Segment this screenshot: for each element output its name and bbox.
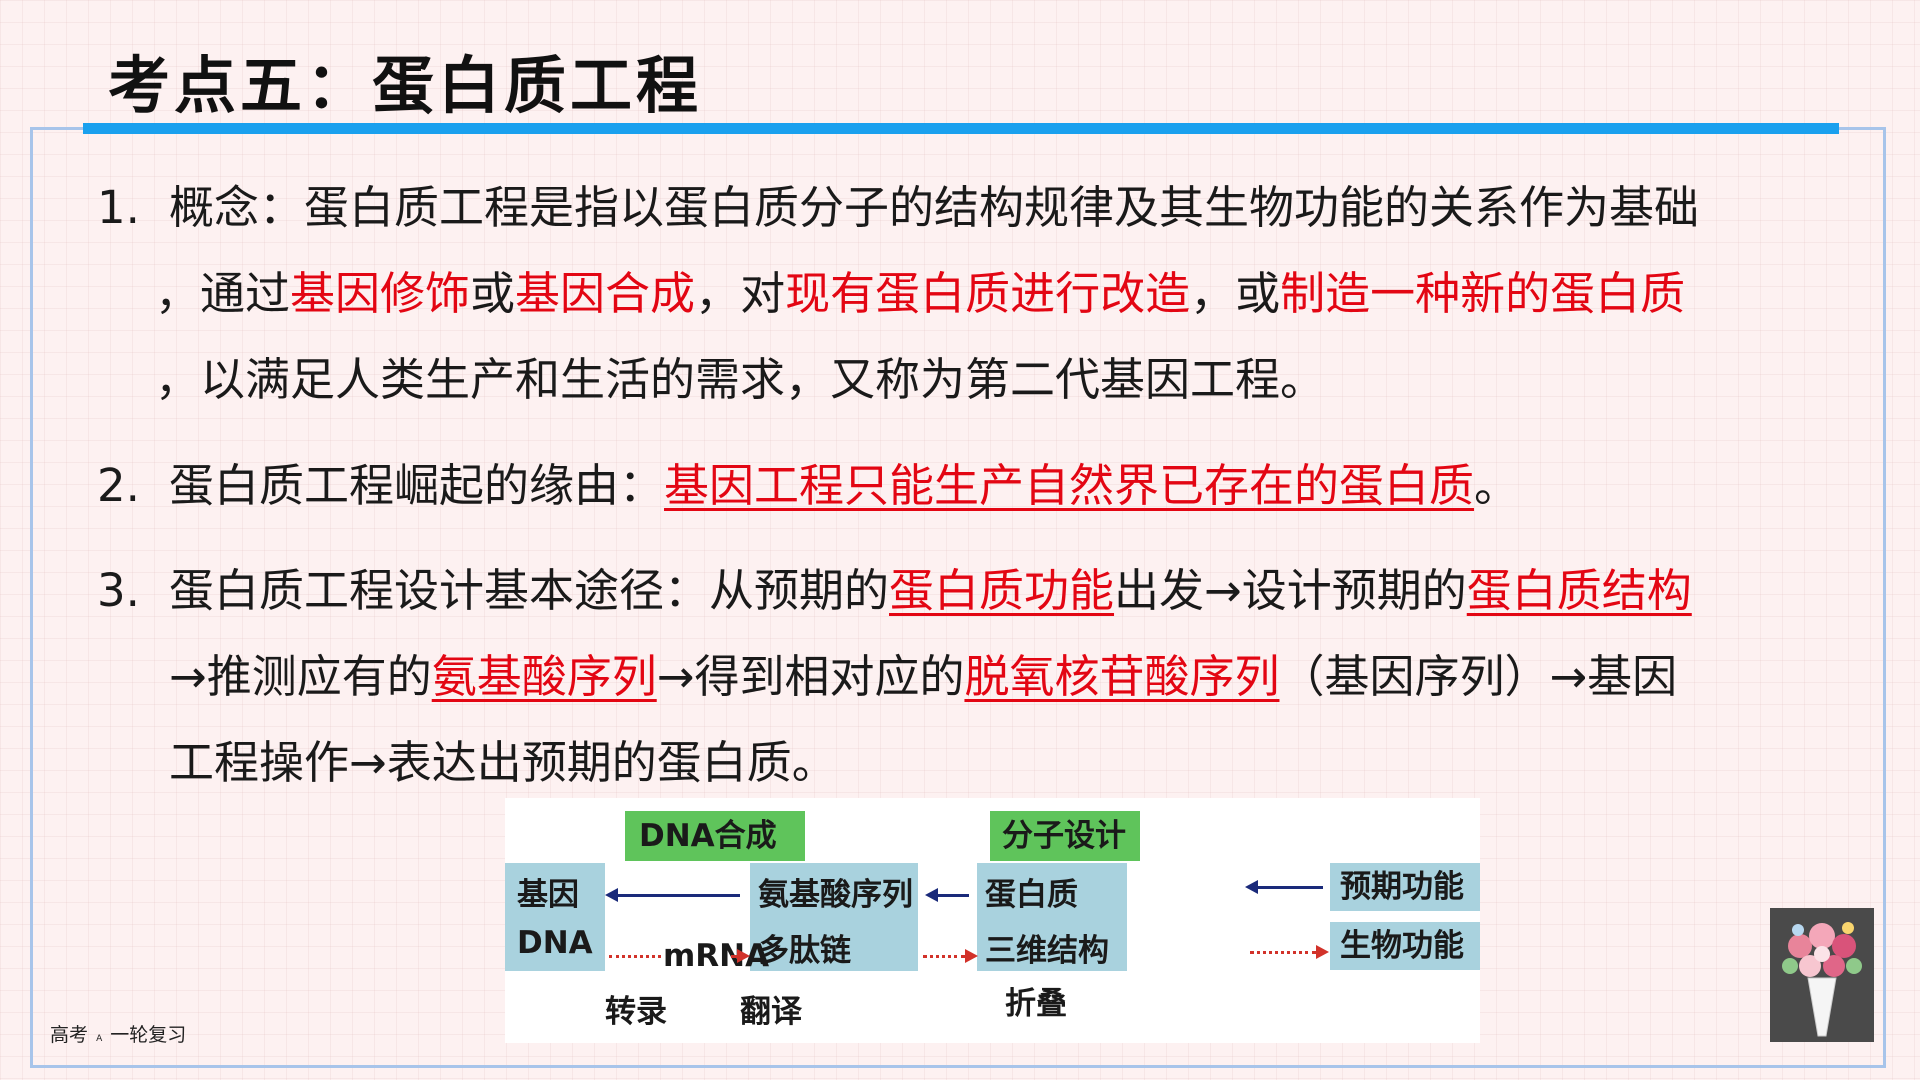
text-run: →推测应有的 bbox=[169, 650, 432, 703]
text-run: 。 bbox=[1474, 459, 1520, 512]
expected-function-box: 预期功能 bbox=[1330, 863, 1480, 911]
translation-label: 翻译 bbox=[740, 994, 802, 1030]
footer-text-rest: 一轮复习 bbox=[110, 1024, 187, 1046]
text-line: →推测应有的氨基酸序列→得到相对应的脱氧核苷酸序列（基因序列）→基因 bbox=[169, 634, 1909, 720]
text-run: 概念：蛋白质工程是指以蛋白质分子的结构规律及其生物功能的关系作为基础 bbox=[169, 181, 1700, 234]
highlight-nucleotide-sequence: 脱氧核苷酸序列 bbox=[964, 650, 1280, 703]
text-line: ，以满足人类生产和生活的需求，又称为第二代基因工程。 bbox=[155, 337, 1909, 423]
protein-label: 蛋白质 bbox=[985, 877, 1078, 913]
text-run: 工程操作→表达出预期的蛋白质。 bbox=[169, 736, 837, 789]
highlight-gene-modification: 基因修饰 bbox=[290, 267, 471, 320]
text-run: ，或 bbox=[1190, 267, 1281, 320]
transcription-label: 转录 bbox=[605, 994, 667, 1030]
dna-synthesis-box: DNA合成 bbox=[625, 811, 805, 861]
protein-engineering-diagram: DNA合成 分子设计 基因 DNA 氨基酸序列 多肽链 蛋白质 三维结构 预期功… bbox=[505, 798, 1480, 1043]
arrow-head bbox=[1316, 945, 1329, 959]
item-number: 2. bbox=[97, 459, 140, 512]
highlight-gene-synthesis: 基因合成 bbox=[515, 267, 696, 320]
arrow-line bbox=[731, 955, 737, 958]
item-number: 3. bbox=[97, 564, 140, 617]
slide-title: 考点五：蛋白质工程 bbox=[108, 49, 703, 122]
text-run: 或 bbox=[470, 267, 516, 320]
arrow-line bbox=[923, 955, 965, 958]
highlight-protein-structure: 蛋白质结构 bbox=[1466, 564, 1692, 617]
arrow-head bbox=[965, 949, 978, 963]
protein-box: 蛋白质 三维结构 bbox=[977, 863, 1127, 971]
flower-bouquet-image bbox=[1770, 908, 1874, 1042]
gene-label: 基因 bbox=[517, 877, 579, 913]
arrow-line bbox=[609, 955, 661, 958]
highlight-amino-acid-sequence: 氨基酸序列 bbox=[431, 650, 657, 703]
text-line: ，通过基因修饰或基因合成，对现有蛋白质进行改造，或制造一种新的蛋白质 bbox=[155, 251, 1909, 337]
arrow-line bbox=[615, 894, 740, 897]
footer-small-mark: A bbox=[96, 1034, 103, 1044]
structure-3d-label: 三维结构 bbox=[985, 933, 1109, 969]
gene-dna-box: 基因 DNA bbox=[505, 863, 605, 971]
highlight-modify-protein: 现有蛋白质进行改造 bbox=[785, 267, 1191, 320]
arrow-head bbox=[1245, 880, 1258, 894]
text-run: 蛋白质工程设计基本途径：从预期的 bbox=[169, 564, 890, 617]
molecular-design-box: 分子设计 bbox=[990, 811, 1140, 861]
dna-label: DNA bbox=[517, 925, 593, 961]
arrow-head bbox=[925, 888, 938, 902]
text-run: ，以满足人类生产和生活的需求，又称为第二代基因工程。 bbox=[155, 353, 1326, 406]
item-text: 蛋白质工程崛起的缘由：基因工程只能生产自然界已存在的蛋白质。 bbox=[169, 443, 1909, 529]
mrna-label: mRNA bbox=[663, 938, 770, 974]
item-text: 蛋白质工程设计基本途径：从预期的蛋白质功能出发→设计预期的蛋白质结构 →推测应有… bbox=[169, 548, 1909, 806]
text-run: 出发→设计预期的 bbox=[1114, 564, 1467, 617]
text-line: 蛋白质工程崛起的缘由：基因工程只能生产自然界已存在的蛋白质。 bbox=[169, 443, 1909, 529]
text-line: 概念：蛋白质工程是指以蛋白质分子的结构规律及其生物功能的关系作为基础 bbox=[169, 165, 1909, 251]
text-run: ，通过 bbox=[155, 267, 291, 320]
amino-acid-seq-label: 氨基酸序列 bbox=[758, 877, 913, 913]
item-number: 1. bbox=[97, 181, 140, 234]
arrow-line bbox=[1255, 886, 1323, 889]
amino-acid-box: 氨基酸序列 多肽链 bbox=[750, 863, 918, 971]
text-run: ，对 bbox=[695, 267, 786, 320]
highlight-new-protein: 制造一种新的蛋白质 bbox=[1280, 267, 1686, 320]
folding-label: 折叠 bbox=[1005, 986, 1067, 1022]
footer-label: 高考 A 一轮复习 bbox=[50, 1020, 186, 1047]
text-run: 蛋白质工程崛起的缘由： bbox=[169, 459, 665, 512]
arrow-head bbox=[605, 888, 618, 902]
bouquet-icon bbox=[1782, 922, 1862, 1037]
text-line: 蛋白质工程设计基本途径：从预期的蛋白质功能出发→设计预期的蛋白质结构 bbox=[169, 548, 1909, 634]
text-run: →得到相对应的 bbox=[656, 650, 965, 703]
text-run: （基因序列）→基因 bbox=[1279, 650, 1678, 703]
arrow-line bbox=[1250, 951, 1316, 954]
highlight-origin-reason: 基因工程只能生产自然界已存在的蛋白质 bbox=[664, 459, 1475, 512]
text-line: 工程操作→表达出预期的蛋白质。 bbox=[169, 720, 1909, 806]
arrow-head bbox=[737, 949, 750, 963]
item-text: 概念：蛋白质工程是指以蛋白质分子的结构规律及其生物功能的关系作为基础 ，通过基因… bbox=[155, 165, 1909, 423]
arrow-line bbox=[935, 894, 969, 897]
bio-function-box: 生物功能 bbox=[1330, 922, 1480, 970]
footer-text: 高考 bbox=[50, 1024, 89, 1046]
title-underline-bar bbox=[83, 123, 1839, 134]
highlight-protein-function: 蛋白质功能 bbox=[889, 564, 1115, 617]
polypeptide-label: 多肽链 bbox=[758, 933, 851, 969]
